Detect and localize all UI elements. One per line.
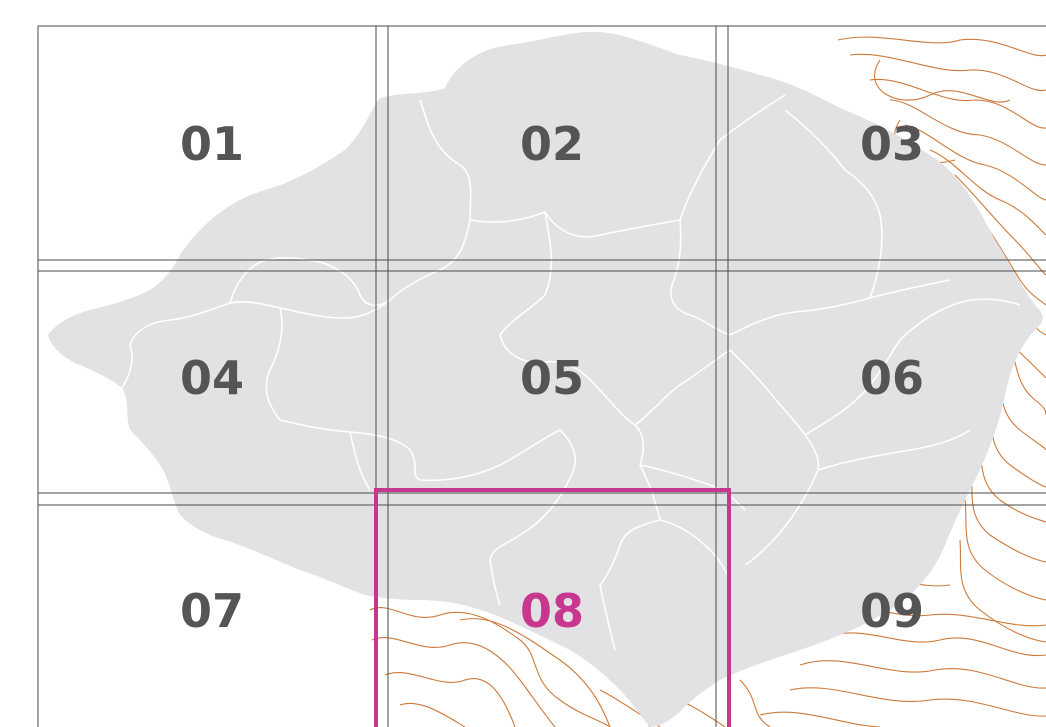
tile-labels: 01 02 03 04 05 06 07 08 09: [180, 117, 924, 638]
tile-label-07[interactable]: 07: [180, 584, 244, 638]
region-internal-borders: [121, 94, 1021, 651]
tile-label-05[interactable]: 05: [520, 351, 584, 405]
tile-label-04[interactable]: 04: [180, 351, 244, 405]
tile-label-09[interactable]: 09: [860, 584, 924, 638]
region-shape: [48, 31, 1043, 727]
tile-label-06[interactable]: 06: [860, 351, 924, 405]
selected-tile-highlight[interactable]: [374, 488, 731, 727]
tile-label-02[interactable]: 02: [520, 117, 584, 171]
tile-label-08[interactable]: 08: [520, 584, 584, 638]
tile-label-01[interactable]: 01: [180, 117, 244, 171]
tile-label-03[interactable]: 03: [860, 117, 924, 171]
